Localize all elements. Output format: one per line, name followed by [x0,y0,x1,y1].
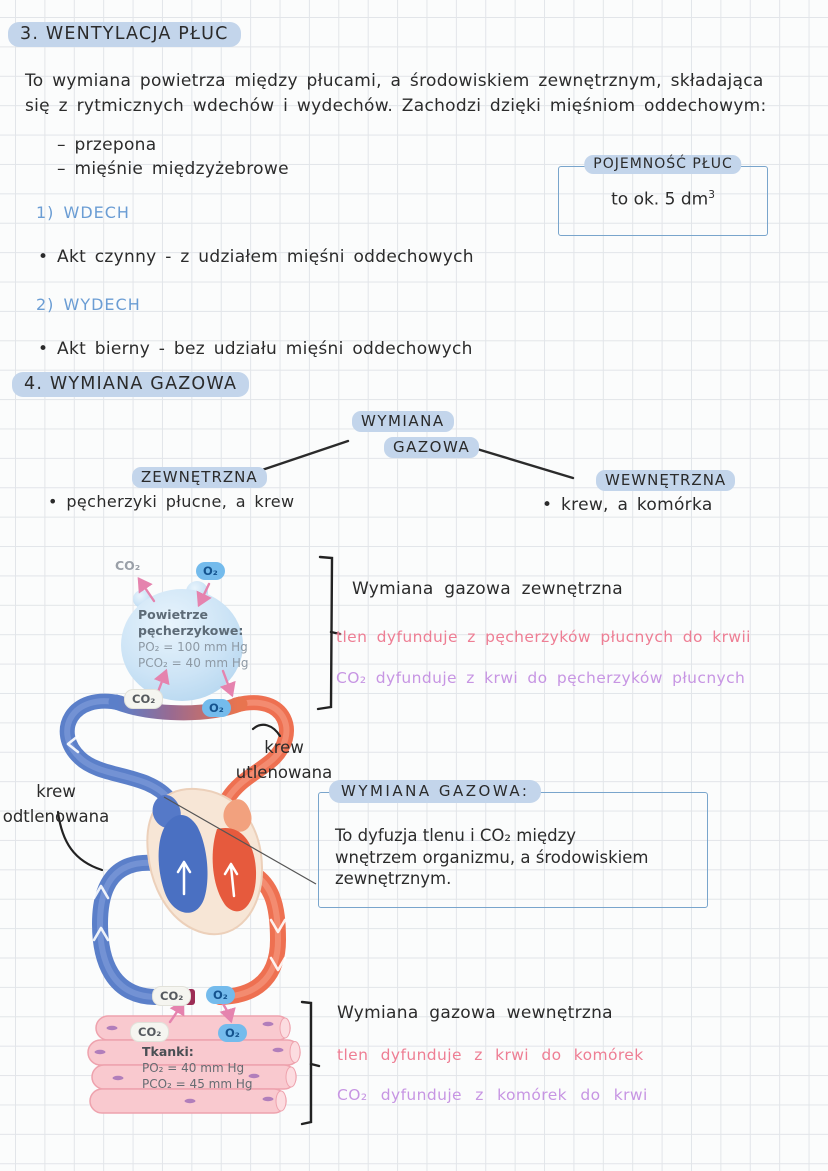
heart [146,787,264,936]
tissue-po2: PO₂ = 40 mm Hg [142,1061,245,1075]
deoxygenated-pointer [56,810,104,872]
oxygenated-pointer [251,723,282,738]
tree-root-line-2: GAZOWA [384,437,480,458]
tree-connector-lines [260,439,575,480]
internal-notes-pink: tlen dyfunduje z krwi do komórek [337,1046,644,1064]
tissue-text: Tkanki: PO₂ = 40 mm Hg PCO₂ = 45 mm Hg [142,1044,252,1092]
deoxygenated-blood-line-1: krew [36,782,76,801]
co2-badge-tissue: CO₂ [130,1022,170,1042]
definition-line-3: zewnętrznym. [335,869,452,888]
definition-box-body: To dyfuzja tlenu i CO₂ między wnętrzem o… [335,825,648,890]
tissue-pco2: PCO₂ = 45 mm Hg [142,1077,253,1091]
branch-external-label: ZEWNĘTRZNA [132,467,267,488]
branch-external-desc: • pęcherzyki płucne, a krew [48,492,295,511]
definition-line-1: To dyfuzja tlenu i CO₂ między [335,826,576,845]
co2-label-top: CO₂ [115,558,141,573]
oxygenated-blood-line-1: krew [264,738,304,757]
alveolus-po2: PO₂ = 100 mm Hg [138,640,248,654]
alveolus-text: Powietrze pęcherzykowe: PO₂ = 100 mm Hg … [138,607,248,671]
inhale-heading: 1) WDECH [36,203,130,222]
systemic-loop [91,854,287,1005]
o2-badge-top: O₂ [196,562,225,580]
definition-line-2: wnętrzem organizmu, a środowiskiem [335,847,649,867]
lung-capacity-value: to ok. 5 dm3 [559,189,767,210]
co2-badge-vessel: CO₂ [124,689,164,709]
tissue-title: Tkanki: [142,1044,194,1059]
exhale-heading: 2) WYDECH [36,295,141,314]
lung-capacity-exponent: 3 [708,189,715,201]
gas-exchange-heading: 4. WYMIANA GAZOWA [12,372,250,397]
alveolus-pco2: PCO₂ = 40 mm Hg [138,656,249,670]
alveolus-title-1: Powietrze [138,607,208,622]
tree-root-line-1: WYMIANA [352,411,454,432]
internal-bracket [300,1000,321,1126]
internal-notes-purple: CO₂ dyfunduje z komórek do krwi [337,1086,648,1104]
internal-notes-title: Wymiana gazowa wewnętrzna [337,1003,613,1023]
inhale-note: • Akt czynny - z udziałem mięśni oddecho… [38,247,474,267]
alveolus-title-2: pęcherzykowe: [138,623,244,638]
branch-internal-desc: • krew, a komórka [542,495,713,515]
definition-box-title: WYMIANA GAZOWA: [329,780,542,803]
o2-badge-vessel: O₂ [202,699,231,717]
deoxygenated-blood-line-2: odtlenowana [2,807,110,826]
o2-badge-junction: O₂ [206,986,235,1004]
deoxygenated-blood-label: krew odtlenowana [0,779,112,829]
flow-arrows [66,734,287,972]
exhale-note: • Akt bierny - bez udziału mięśni oddech… [38,339,473,359]
lung-capacity-box: POJEMNOŚĆ PŁUC to ok. 5 dm3 [558,155,768,236]
co2-badge-junction: CO₂ [152,986,192,1006]
oxygenated-blood-line-2: utlenowana [235,763,333,782]
lung-capacity-text: to ok. 5 dm [611,189,709,210]
external-bracket [316,555,342,711]
lung-capacity-title: POJEMNOŚĆ PŁUC [584,155,742,174]
o2-badge-tissue: O₂ [218,1024,247,1042]
external-notes-purple: CO₂ dyfunduje z krwi do pęcherzyków płuc… [336,669,746,687]
ventilation-heading: 3. WENTYLACJA PŁUC [8,22,241,47]
intro-line-1: To wymiana powietrza między płucami, a ś… [25,71,764,91]
external-notes-title: Wymiana gazowa zewnętrzna [352,579,623,599]
muscle-item-diaphragm: – przepona [57,135,157,155]
intro-line-2: się z rytmicznych wdechów i wydechów. Za… [25,96,767,116]
branch-internal-label: WEWNĘTRZNA [596,470,736,491]
muscle-item-intercostal: – mięśnie międzyżebrowe [57,159,289,179]
external-notes-pink: tlen dyfunduje z pęcherzyków płucnych do… [336,628,751,646]
gas-exchange-definition-box: WYMIANA GAZOWA: To dyfuzja tlenu i CO₂ m… [318,780,708,908]
box-pointer-line [163,796,317,885]
oxygenated-blood-label: krew utlenowana [228,735,340,785]
